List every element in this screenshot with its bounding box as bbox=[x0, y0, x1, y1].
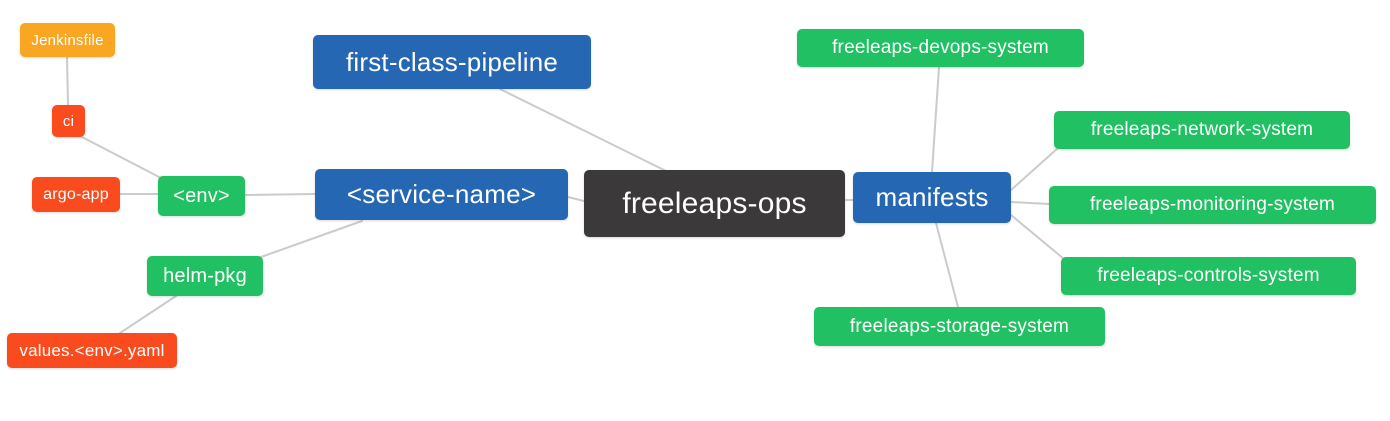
edge-manifests-to-monitoring-system bbox=[1010, 201, 1050, 205]
edge-first-class-pipeline-to-freeleaps-ops bbox=[499, 88, 667, 172]
edge-manifests-to-storage-system bbox=[935, 222, 959, 308]
node-devops-system[interactable]: freeleaps-devops-system bbox=[797, 29, 1084, 67]
node-env[interactable]: <env> bbox=[158, 176, 245, 216]
edge-manifests-to-devops-system bbox=[931, 66, 940, 173]
node-manifests[interactable]: manifests bbox=[853, 172, 1011, 223]
node-monitoring-system[interactable]: freeleaps-monitoring-system bbox=[1049, 186, 1376, 224]
edge-ci-to-env bbox=[79, 135, 162, 179]
node-freeleaps-ops[interactable]: freeleaps-ops bbox=[584, 170, 845, 237]
edge-jenkinsfile-to-ci bbox=[66, 56, 69, 106]
node-jenkinsfile[interactable]: Jenkinsfile bbox=[20, 23, 115, 57]
edge-service-name-to-helm-pkg bbox=[260, 220, 363, 258]
edge-helm-pkg-to-values-env-yaml bbox=[119, 295, 177, 334]
node-network-system[interactable]: freeleaps-network-system bbox=[1054, 111, 1350, 149]
node-argo-app[interactable]: argo-app bbox=[32, 177, 120, 212]
edge-manifests-to-controls-system bbox=[1010, 214, 1065, 260]
node-controls-system[interactable]: freeleaps-controls-system bbox=[1061, 257, 1356, 295]
node-helm-pkg[interactable]: helm-pkg bbox=[147, 256, 263, 296]
edge-env-to-service-name bbox=[244, 193, 316, 196]
node-service-name[interactable]: <service-name> bbox=[315, 169, 568, 220]
edge-service-name-to-freeleaps-ops bbox=[567, 196, 585, 202]
edge-manifests-to-network-system bbox=[1010, 147, 1059, 191]
node-first-class-pipeline[interactable]: first-class-pipeline bbox=[313, 35, 591, 89]
node-ci[interactable]: ci bbox=[52, 105, 85, 137]
node-values-env-yaml[interactable]: values.<env>.yaml bbox=[7, 333, 177, 368]
node-storage-system[interactable]: freeleaps-storage-system bbox=[814, 307, 1105, 346]
